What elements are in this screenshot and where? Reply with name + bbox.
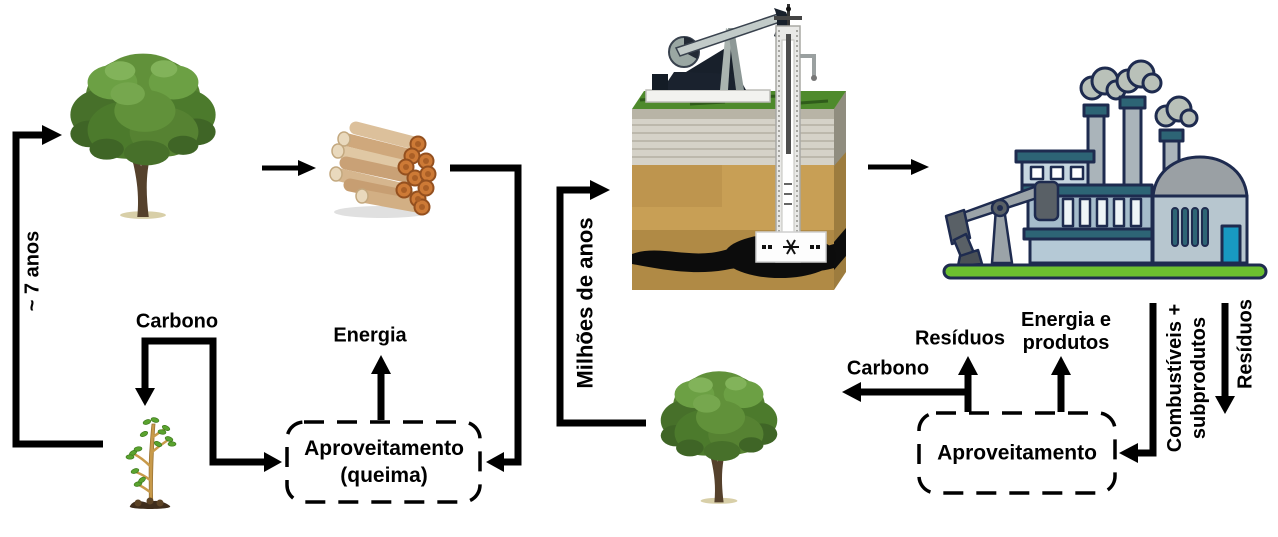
arrow-carbon-to-sapling-and-box <box>141 337 266 466</box>
arrow-fuels-to-box <box>1136 303 1157 457</box>
sapling-icon <box>122 414 180 512</box>
burning-process-box <box>285 420 482 504</box>
carbon-label-left: Carbono <box>135 310 219 333</box>
burning-box-line2: (queima) <box>340 464 428 487</box>
energy-products-line1: Energia e <box>1020 309 1112 331</box>
residues-top-label: Resíduos <box>914 327 1006 350</box>
utilization-box-line1: Aproveitamento <box>937 441 1097 465</box>
burning-box-label: Aproveitamento (queima) <box>304 435 464 489</box>
energy-label: Energia <box>333 324 407 347</box>
arrowheads <box>42 125 1235 472</box>
fuels-byproducts-label: Combustíveis + subprodutos <box>1163 304 1211 452</box>
residues-side-label: Resíduos <box>1234 298 1257 390</box>
seven-years-label: ~ 7 anos <box>21 230 44 312</box>
burning-box-line1: Aproveitamento <box>304 437 464 460</box>
utilization-process-box <box>917 411 1117 495</box>
millions-years-label: Milhões de anos <box>572 217 598 389</box>
arrow-logs-to-burning-box <box>450 164 522 466</box>
carbon-label-right: Carbono <box>846 357 930 380</box>
energy-products-line2: produtos <box>1022 332 1110 354</box>
utilization-box-label: Aproveitamento <box>937 440 1097 467</box>
tree-icon <box>57 42 229 219</box>
refinery-factory-icon <box>942 58 1272 282</box>
fuels-line2: subprodutos <box>1188 316 1210 440</box>
firewood-logs-icon <box>316 106 452 220</box>
oil-well-underground-icon <box>630 4 848 290</box>
energy-products-label: Energia e produtos <box>1021 309 1111 355</box>
arrow-tree-to-oil-millions-years <box>556 186 646 427</box>
arrow-sapling-to-tree <box>12 131 103 448</box>
fuels-line1: Combustíveis + <box>1164 303 1186 453</box>
tree-icon <box>650 350 788 516</box>
